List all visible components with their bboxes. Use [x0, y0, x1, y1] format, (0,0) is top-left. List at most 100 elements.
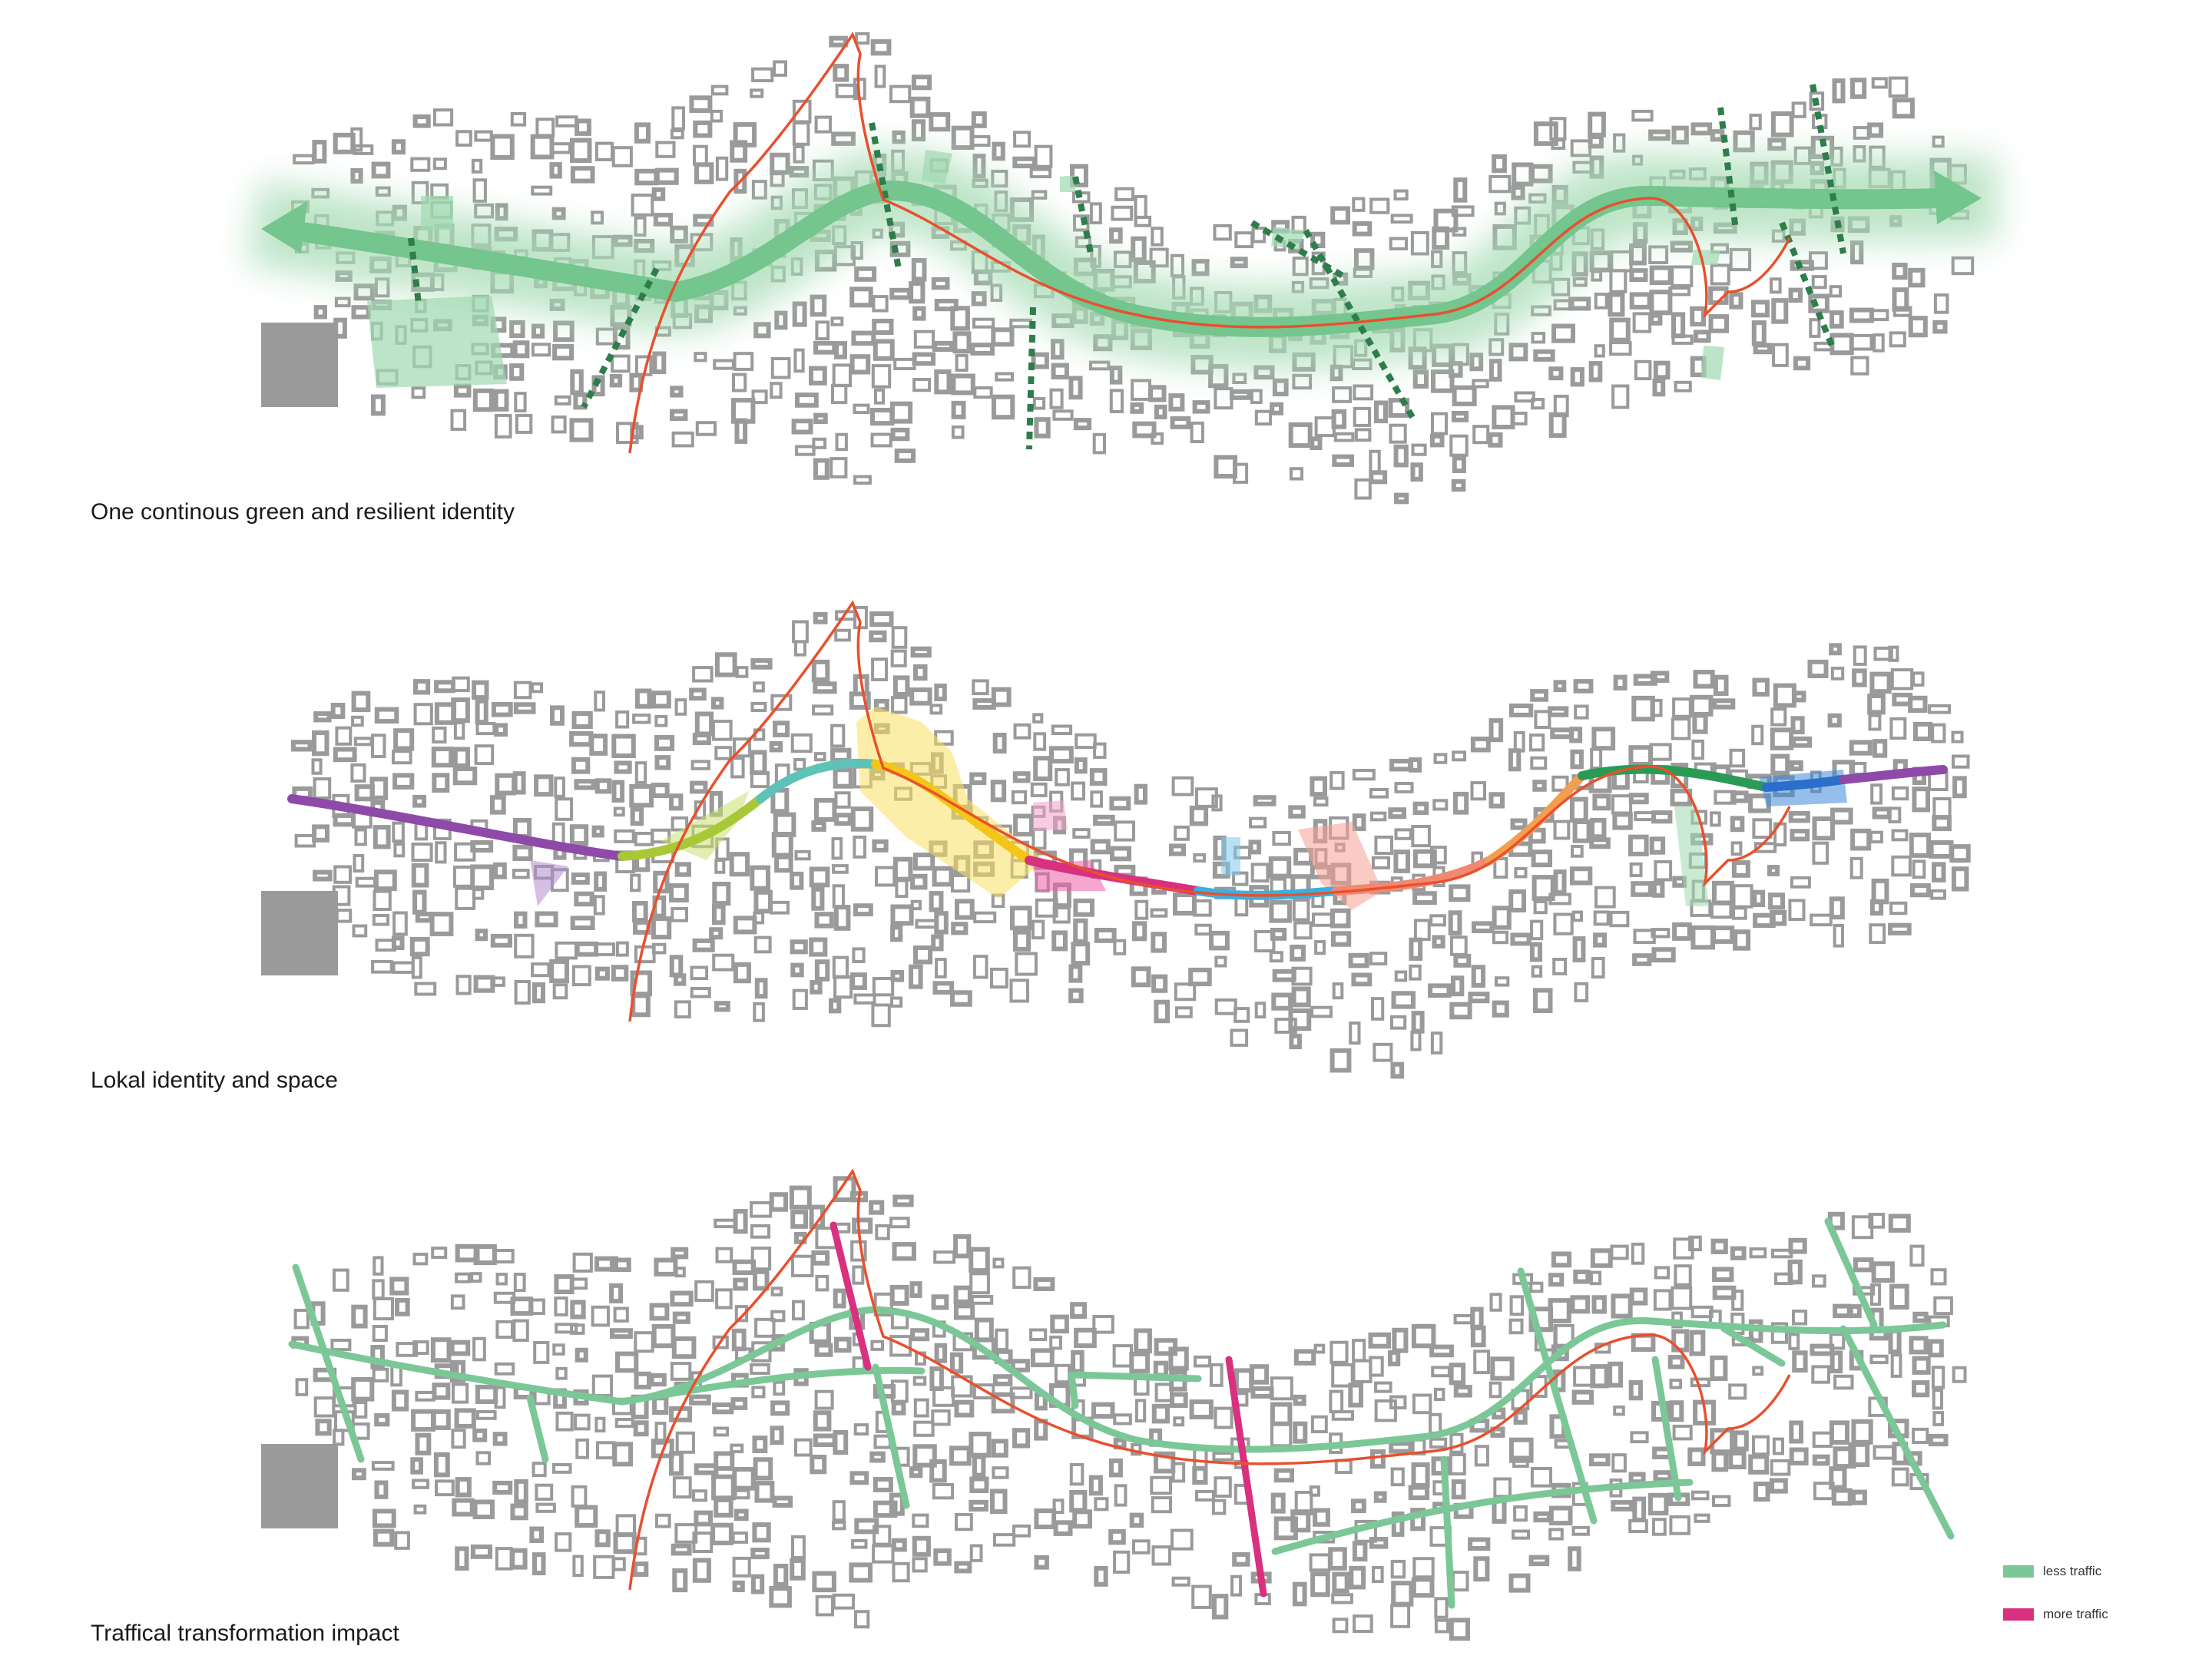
building-block: [912, 1535, 931, 1557]
building-block: [1292, 373, 1313, 390]
building-block: [689, 687, 707, 701]
building-block: [1871, 878, 1889, 905]
building-block: [1589, 1453, 1611, 1467]
building-block: [411, 1409, 435, 1432]
building-block: [1609, 317, 1631, 343]
building-block: [1590, 1248, 1613, 1268]
building-block: [751, 389, 768, 405]
map-traffic: [261, 1168, 1967, 1641]
building-block: [1933, 293, 1949, 314]
building-block: [571, 965, 591, 987]
building-block: [949, 1445, 972, 1466]
building-block: [1570, 367, 1584, 387]
building-block: [771, 832, 793, 858]
building-block: [513, 680, 532, 700]
building-block: [1269, 951, 1283, 963]
building-block: [1789, 1420, 1804, 1444]
building-block: [555, 1411, 574, 1432]
building-block: [613, 806, 625, 817]
building-block: [694, 800, 707, 820]
building-block: [1171, 1462, 1186, 1483]
building-block: [1631, 1242, 1645, 1265]
building-block: [789, 166, 810, 178]
building-block: [1012, 1266, 1031, 1290]
building-block: [1173, 892, 1197, 916]
building-block: [1648, 129, 1671, 141]
building-block: [1432, 226, 1450, 250]
building-block: [1628, 1519, 1648, 1533]
building-block: [1932, 320, 1948, 334]
building-block: [411, 843, 433, 862]
building-block: [869, 630, 887, 643]
building-block: [452, 1498, 475, 1517]
building-block: [1309, 1553, 1331, 1572]
building-block: [853, 475, 872, 485]
building-block: [692, 1489, 707, 1502]
building-block: [1409, 757, 1422, 773]
building-block: [950, 1352, 964, 1374]
building-block: [1534, 710, 1551, 729]
building-block: [1013, 929, 1031, 952]
building-block: [689, 1394, 711, 1406]
building-block: [432, 727, 447, 743]
building-block: [671, 907, 688, 922]
building-block: [711, 720, 733, 741]
building-block: [1389, 423, 1407, 444]
building-block: [1951, 730, 1964, 743]
building-block: [631, 194, 654, 217]
building-block: [1049, 1335, 1062, 1350]
building-block: [431, 1409, 451, 1430]
building-block: [649, 1373, 667, 1387]
building-block: [1533, 349, 1555, 362]
building-block: [1930, 1268, 1947, 1286]
building-block: [1889, 331, 1906, 348]
building-block: [611, 354, 631, 373]
building-block: [1431, 1366, 1451, 1378]
building-block: [454, 1408, 476, 1429]
building-block: [353, 737, 373, 747]
building-block: [1833, 1303, 1852, 1319]
building-block: [330, 703, 346, 720]
building-block: [632, 1536, 647, 1556]
building-block: [1849, 740, 1873, 756]
building-block: [1410, 462, 1423, 482]
building-block: [1848, 1442, 1870, 1467]
building-block: [394, 1531, 410, 1550]
building-block: [1169, 843, 1186, 856]
building-block: [651, 942, 667, 955]
building-block: [1193, 853, 1207, 863]
building-block: [1512, 162, 1534, 187]
building-block: [1293, 1394, 1306, 1406]
building-block: [351, 1304, 368, 1329]
building-block: [752, 1435, 768, 1454]
building-block: [1512, 1529, 1530, 1540]
building-block: [1892, 306, 1912, 317]
building-block: [774, 310, 788, 330]
building-block: [1628, 1380, 1643, 1401]
building-block: [1752, 677, 1770, 697]
building-block: [1668, 286, 1691, 296]
building-block: [495, 1273, 508, 1286]
building-block: [1429, 433, 1445, 448]
building-block: [333, 865, 353, 884]
building-block: [350, 168, 363, 184]
building-block: [1451, 205, 1475, 217]
building-block: [832, 1593, 856, 1610]
building-block: [732, 1259, 757, 1276]
building-block: [1790, 716, 1805, 735]
building-block: [1253, 930, 1276, 952]
building-block: [1369, 449, 1381, 474]
building-block: [351, 690, 371, 713]
building-block: [750, 88, 764, 98]
building-block: [1330, 770, 1345, 790]
building-block: [995, 1328, 1009, 1352]
building-block: [1832, 78, 1846, 104]
building-block: [1830, 1350, 1843, 1374]
building-block: [535, 1502, 556, 1513]
building-block: [935, 958, 947, 979]
building-block: [1530, 919, 1544, 941]
building-block: [851, 1538, 868, 1549]
building-block: [432, 1382, 451, 1400]
building-block: [1488, 792, 1505, 809]
building-block: [1773, 683, 1796, 708]
